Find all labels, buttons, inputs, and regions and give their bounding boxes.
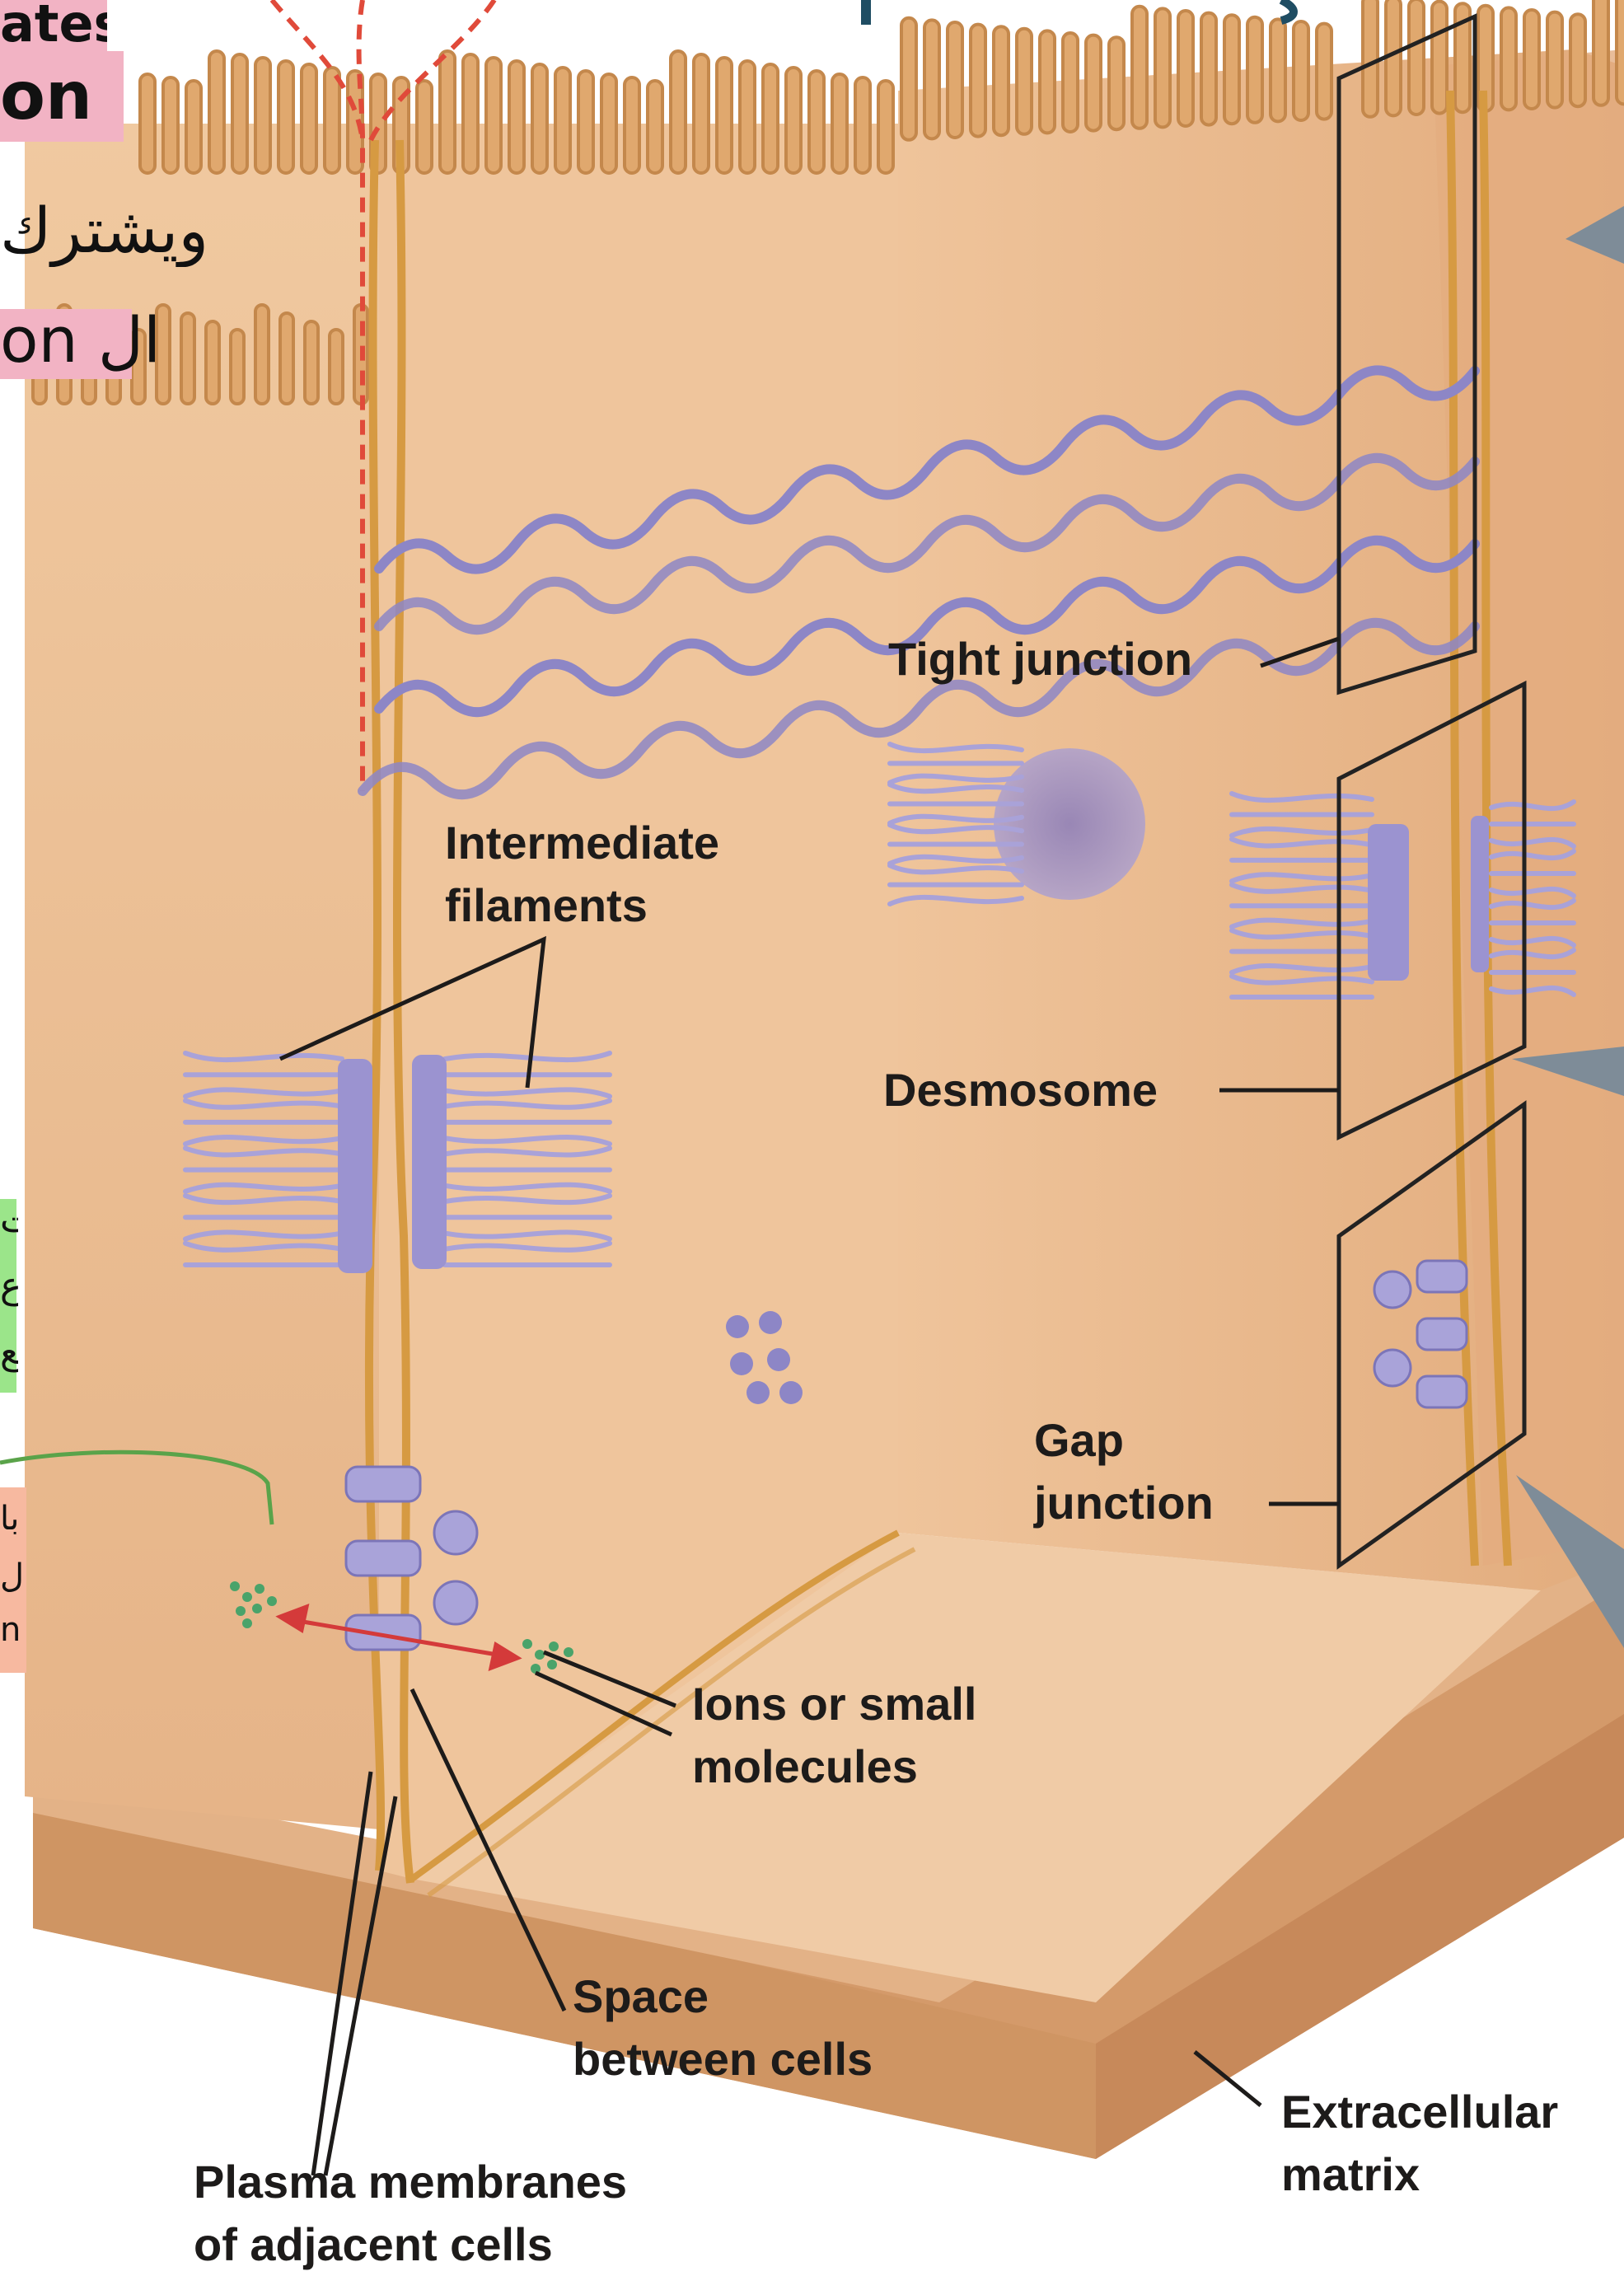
label-desmosome: Desmosome (883, 1059, 1158, 1122)
ions-line1: Ions or small (692, 1673, 976, 1735)
ecm-line1: Extracellular (1281, 2081, 1558, 2143)
label-ecm: Extracellular matrix (1281, 2081, 1558, 2206)
note-orange-2: ال (0, 1557, 26, 1595)
intermediate-line2: filaments (445, 874, 719, 937)
space-line2: between cells (573, 2028, 873, 2091)
ecm-line2: matrix (1281, 2143, 1558, 2206)
note-green-1: تت (0, 1199, 18, 1241)
left-cell (25, 124, 379, 1829)
note-orange-1: با (0, 1500, 26, 1538)
label-intermediate-filaments: Intermediate filaments (445, 812, 719, 937)
label-space: Space between cells (573, 1965, 873, 2091)
plasma-line2: of adjacent cells (194, 2213, 627, 2276)
note-top-1: ates (0, 0, 107, 54)
desmosome-face (994, 748, 1145, 900)
ions-line2: molecules (692, 1735, 976, 1798)
tight-junction-text: Tight junction (888, 628, 1192, 691)
gap-line2: junction (1034, 1472, 1214, 1534)
gap-line1: Gap (1034, 1409, 1214, 1472)
label-ions: Ions or small molecules (692, 1673, 976, 1798)
note-top-4: ال on (0, 303, 239, 377)
note-green-2: ع (0, 1265, 18, 1307)
intermediate-line1: Intermediate (445, 812, 719, 874)
plasma-line1: Plasma membranes (194, 2151, 627, 2213)
desmosome-text: Desmosome (883, 1059, 1158, 1122)
label-gap-junction: Gap junction (1034, 1409, 1214, 1534)
note-orange-3: n (0, 1611, 26, 1649)
space-line1: Space (573, 1965, 873, 2028)
label-plasma: Plasma membranes of adjacent cells (194, 2151, 627, 2276)
note-top-3: ويشترك (0, 194, 239, 267)
label-tight-junction: Tight junction (888, 628, 1192, 691)
note-green-3: تع (0, 1331, 18, 1373)
note-top-2: on (0, 58, 124, 134)
